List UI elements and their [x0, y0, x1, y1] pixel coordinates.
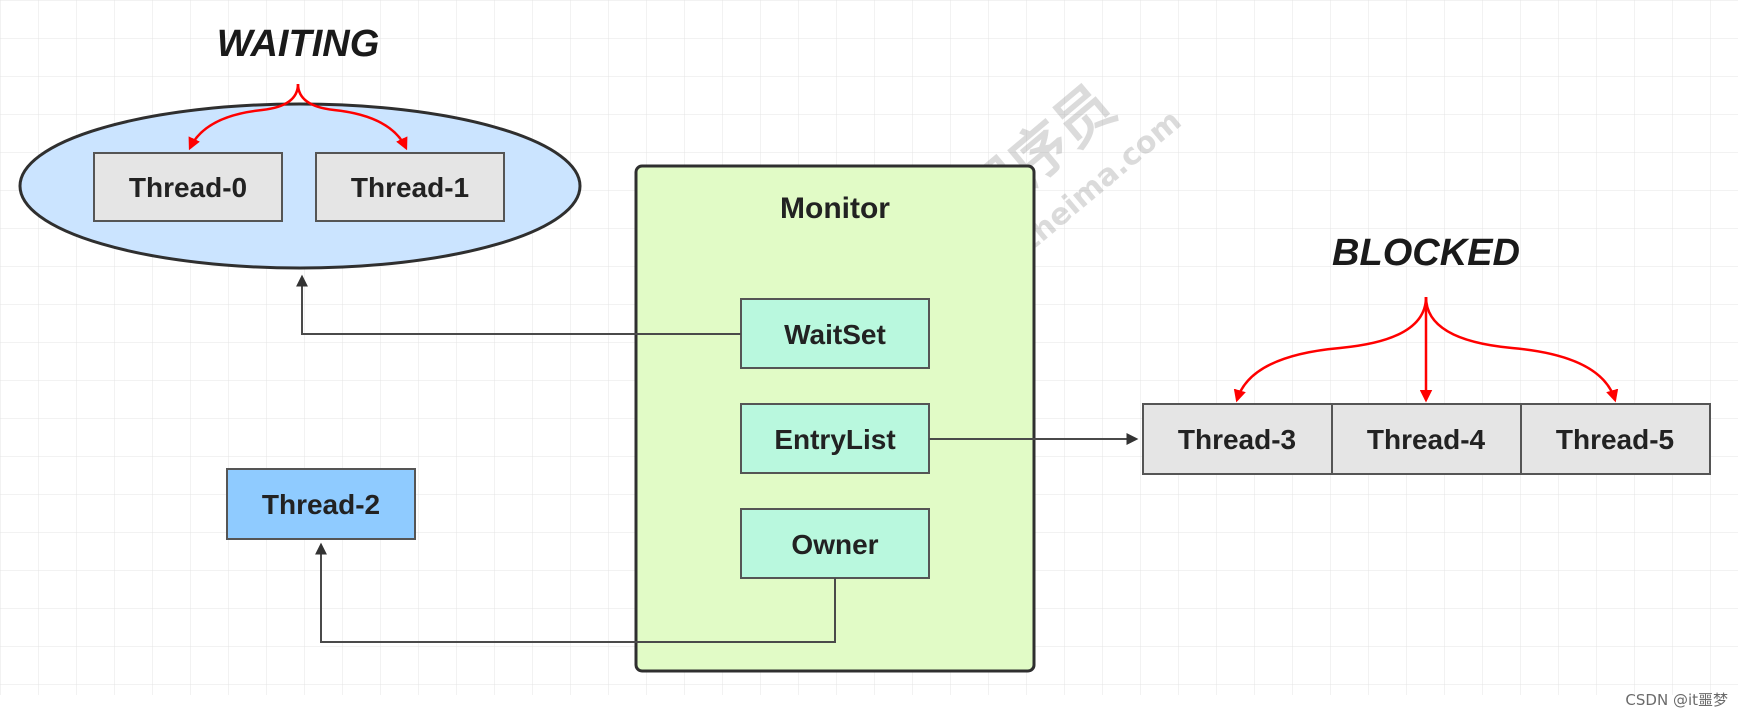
thread-5-label: Thread-5 — [1556, 424, 1674, 455]
monitor-title: Monitor — [780, 192, 890, 225]
blocked-red-arrows — [1233, 296, 1619, 403]
thread-4-box: Thread-4 — [1331, 403, 1522, 475]
entrylist-slot: EntryList — [740, 403, 930, 474]
thread-2-box: Thread-2 — [226, 468, 416, 540]
thread-5-box: Thread-5 — [1520, 403, 1711, 475]
thread-3-label: Thread-3 — [1178, 424, 1296, 455]
blocked-state-title: BLOCKED — [1332, 232, 1520, 274]
waiting-red-arrows — [188, 83, 408, 151]
waitset-slot: WaitSet — [740, 298, 930, 369]
thread-3-box: Thread-3 — [1142, 403, 1333, 475]
waiting-arrow-to-thread-1 — [296, 83, 408, 151]
owner-slot: Owner — [740, 508, 930, 579]
waitset-label: WaitSet — [784, 319, 886, 350]
thread-2-label: Thread-2 — [262, 489, 380, 520]
thread-0-box: Thread-0 — [93, 152, 283, 222]
thread-4-label: Thread-4 — [1367, 424, 1486, 455]
blocked-arrow-to-thread-5 — [1424, 296, 1619, 403]
entrylist-label: EntryList — [774, 424, 895, 455]
blocked-arrow-to-thread-3 — [1233, 296, 1428, 403]
waitset-to-waiting-connector — [296, 274, 741, 335]
blocked-thread-list: Thread-3 Thread-4 Thread-5 — [1142, 403, 1711, 475]
thread-1-box: Thread-1 — [315, 152, 505, 222]
owner-label: Owner — [791, 529, 878, 560]
waiting-ellipse — [18, 102, 582, 270]
waiting-state-title: WAITING — [217, 23, 380, 65]
footer-credit: CSDN @it噩梦 — [1625, 691, 1728, 709]
waiting-arrow-to-thread-0 — [188, 83, 300, 151]
thread-0-label: Thread-0 — [129, 172, 247, 203]
thread-1-label: Thread-1 — [351, 172, 469, 203]
owner-to-thread-2-connector — [315, 542, 836, 643]
